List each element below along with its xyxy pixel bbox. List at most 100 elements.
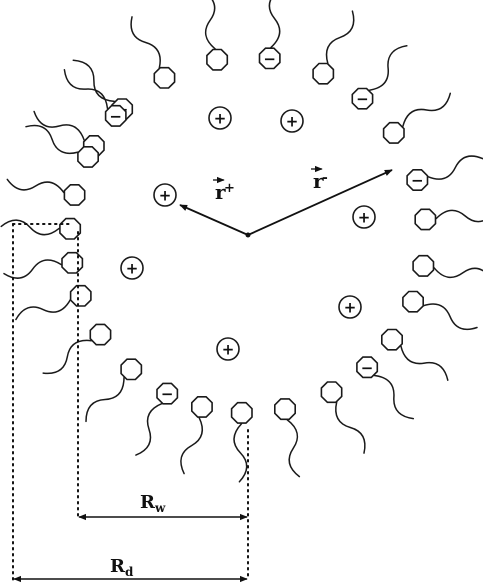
surfactant-tail [423, 304, 477, 329]
head-group [382, 330, 402, 350]
head-group-shape [154, 68, 174, 88]
cation: + [339, 296, 361, 318]
head-group [90, 324, 110, 344]
charged-head-group: − [157, 383, 177, 403]
head-group [413, 256, 433, 276]
surfactant-tail [428, 156, 483, 179]
r-plus-label-sup: + [224, 181, 235, 196]
cation-symbol: + [214, 110, 227, 128]
cation-symbol: + [344, 299, 357, 317]
cation-symbol: + [286, 113, 299, 131]
cation: + [217, 338, 239, 360]
anion-symbol: − [161, 385, 174, 403]
charged-head-group: − [106, 106, 126, 126]
surfactant-tail [434, 268, 483, 278]
surfactant-tail [287, 420, 299, 477]
head-group [232, 403, 252, 423]
center-point [246, 233, 251, 238]
head-group [154, 68, 174, 88]
surfactant-tail [327, 11, 354, 64]
head-group [121, 359, 141, 379]
head-group-shape [413, 256, 433, 276]
surfactant-tail [181, 418, 202, 474]
head-group-shape [382, 330, 402, 350]
head-group-shape [62, 253, 82, 273]
anion-symbol: − [411, 172, 424, 190]
surfactant-tail [64, 70, 107, 109]
head-group [78, 147, 98, 167]
charged-head-group: − [352, 89, 372, 109]
surfactant-tail [7, 179, 64, 192]
head-group [403, 292, 423, 312]
head-group [71, 286, 91, 306]
anion-symbol: − [356, 90, 369, 108]
surfactant-tail [131, 17, 160, 68]
head-group-shape [232, 403, 252, 423]
surfactant-tail [234, 424, 247, 482]
surfactant-tail [1, 220, 59, 234]
charged-head-group: − [407, 170, 427, 190]
head-group [192, 397, 212, 417]
anion-symbol: − [361, 359, 374, 377]
rd-label-main: R [110, 556, 126, 577]
rd-label-sub: d [125, 565, 134, 579]
head-group-shape [415, 209, 435, 229]
surfactant-tail [403, 93, 451, 126]
surfactant-tail [73, 60, 114, 101]
cation-symbol: + [358, 209, 371, 227]
head-group [313, 64, 333, 84]
surfactant-tail [43, 340, 91, 373]
head-group [60, 219, 80, 239]
surfactant-tail [26, 126, 78, 154]
surfactant-tail [4, 260, 61, 278]
cation: + [353, 206, 375, 228]
surfactant-tail [401, 346, 448, 380]
surfactant-tail [436, 210, 483, 221]
r-minus-label-sup: - [322, 170, 328, 186]
rd-dimension: R d [14, 556, 247, 579]
head-group-shape [384, 123, 404, 143]
head-group-shape [90, 324, 110, 344]
cation-symbol: + [126, 260, 139, 278]
head-group-shape [64, 185, 84, 205]
anion-symbol: − [109, 107, 122, 125]
head-group-shape [321, 382, 341, 402]
rw-label-sub: w [154, 501, 166, 515]
charged-head-group: − [260, 48, 280, 68]
head-group-shape [403, 292, 423, 312]
head-group [64, 185, 84, 205]
head-group-shape [192, 397, 212, 417]
anion-symbol: − [263, 50, 276, 68]
head-group-shape [207, 50, 227, 70]
surfactant-tail [269, 0, 279, 47]
highlighted-cation: + [154, 184, 176, 206]
r-minus-label: r - [311, 169, 328, 193]
surfactant-tail [136, 403, 162, 455]
cation: + [209, 107, 231, 129]
cation: + [281, 110, 303, 132]
head-group-shape [78, 147, 98, 167]
head-group [62, 253, 82, 273]
head-group-shape [71, 286, 91, 306]
head-group [207, 50, 227, 70]
head-group-shape [275, 399, 295, 419]
cation-symbol: + [159, 187, 172, 205]
charged-head-group: − [357, 357, 377, 377]
head-group-shape [60, 219, 80, 239]
r-plus-label: r + [213, 180, 235, 204]
head-group-shape [313, 64, 333, 84]
rw-dimension: R w [79, 492, 247, 517]
cation: + [121, 257, 143, 279]
head-group [415, 209, 435, 229]
surfactant-tail [86, 378, 124, 422]
surfactant-tail [16, 300, 71, 320]
head-group [275, 399, 295, 419]
surfactant-tail [370, 46, 407, 90]
head-group [321, 382, 341, 402]
rw-label-main: R [140, 492, 156, 513]
surfactant-tail [205, 0, 215, 49]
surfactant-tail [336, 402, 365, 453]
surfactant-tail [375, 376, 414, 419]
r-plus-vector [180, 205, 248, 235]
